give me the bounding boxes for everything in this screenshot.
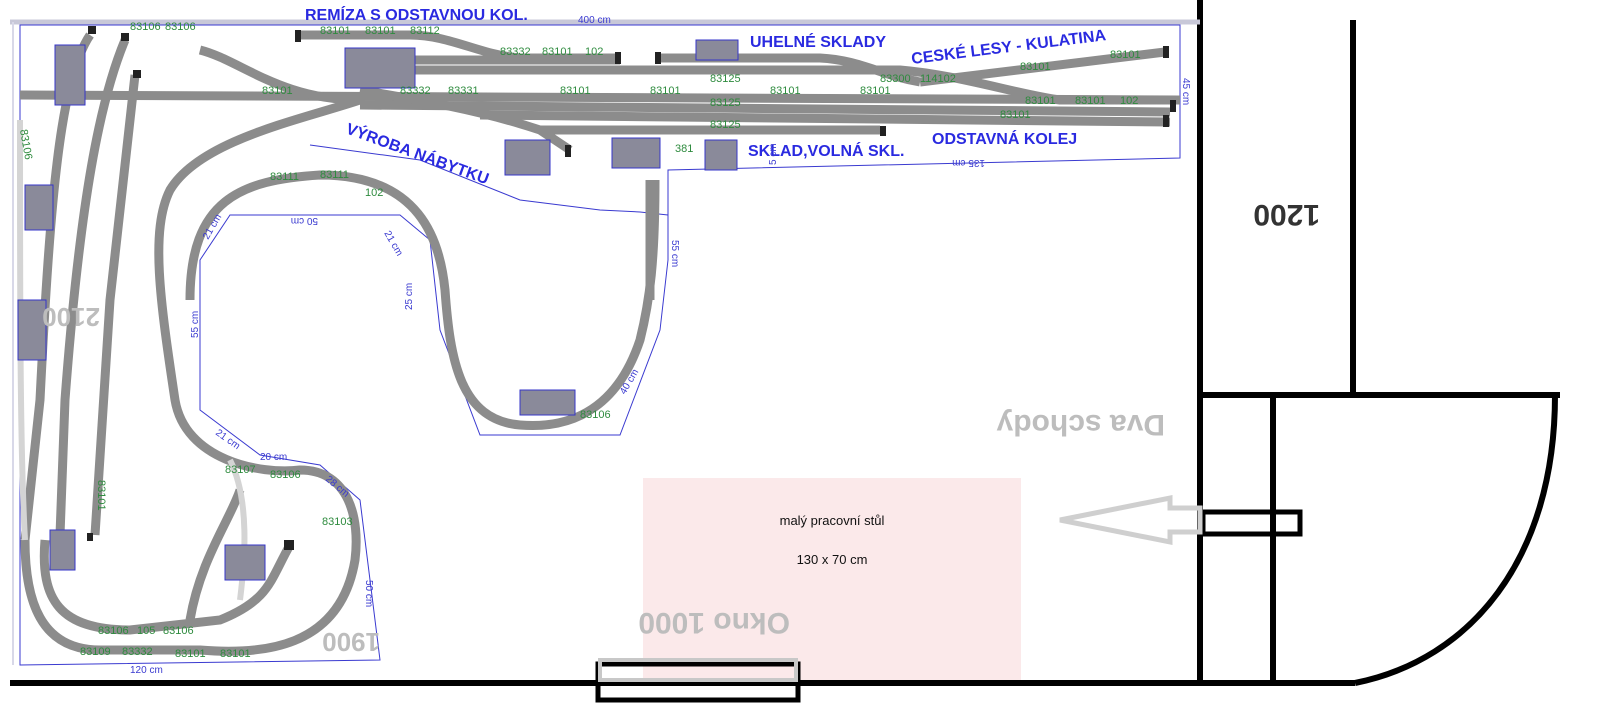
room-labels: 1200 Dva schody Okno 1000 1900 2100: [42, 198, 1320, 657]
label-1900: 1900: [322, 627, 380, 657]
track-code-labels: 83101 83101 83112 83332 83101 102 83125 …: [17, 21, 1141, 660]
track-code: 83332: [500, 46, 531, 58]
label-odstavna-kolej: ODSTAVNÁ KOLEJ: [932, 129, 1077, 148]
track-code: 83106: [130, 21, 161, 33]
track-code: 83101: [650, 85, 681, 97]
track-code: 381: [675, 143, 693, 155]
dim-400: 400 cm: [578, 15, 611, 26]
label-okno: Okno 1000: [638, 606, 790, 639]
work-desk: malý pracovní stůl 130 x 70 cm: [643, 478, 1021, 682]
dim-135: 135 cm: [952, 157, 985, 168]
track-code: 83300: [880, 73, 911, 85]
track-code: 83106: [17, 128, 34, 160]
room-walls: [10, 0, 1560, 703]
track-code: 83106: [163, 625, 194, 637]
label-dva-schody: Dva schody: [996, 408, 1165, 441]
track-code: 83101: [1020, 61, 1051, 73]
dim-120: 120 cm: [130, 665, 163, 676]
label-wall-1200: 1200: [1253, 198, 1320, 231]
dim-21b: 21 cm: [381, 229, 404, 258]
track-code: 114102: [920, 73, 956, 85]
track-code: 83101: [860, 85, 891, 97]
label-2100: 2100: [42, 302, 100, 332]
dim-25: 25 cm: [404, 283, 415, 310]
track-code: 105: [137, 625, 155, 637]
dim-45: 45 cm: [1180, 78, 1191, 105]
track-code: 83101: [175, 648, 206, 660]
track-code: 83332: [122, 646, 153, 658]
track-code: 83101: [770, 85, 801, 97]
buildings: [17, 26, 1176, 581]
track-code: 83101: [1075, 95, 1106, 107]
track-code: 102: [585, 46, 603, 58]
tracks: [17, 30, 1181, 656]
track-code: 83106: [98, 625, 129, 637]
track-code: 83111: [320, 169, 349, 181]
label-remiza: REMÍZA S ODSTAVNOU KOL.: [305, 5, 528, 24]
track-code: 83106: [580, 409, 611, 421]
track-code: 83101: [95, 480, 107, 511]
track-code: 83109: [80, 646, 111, 658]
track-code: 83107: [225, 464, 256, 476]
track-code: 83101: [542, 46, 573, 58]
track-code: 83103: [322, 516, 353, 528]
track-code: 83331: [448, 85, 479, 97]
dim-5: 5 cm: [768, 143, 779, 165]
baseboard-outline: [19, 24, 1181, 666]
dim-55b: 55 cm: [669, 240, 680, 267]
dim-20: 20 cm: [260, 452, 287, 463]
desk-size: 130 x 70 cm: [796, 552, 868, 567]
track-code: 83101: [365, 25, 396, 37]
dim-50: 50 cm: [291, 215, 318, 226]
track-code: 83125: [710, 119, 741, 131]
track-code: 83106: [270, 469, 301, 481]
track-code: 83125: [710, 73, 741, 85]
track-code: 83101: [320, 25, 351, 37]
track-code: 83332: [400, 85, 431, 97]
track-code: 83101: [1000, 109, 1031, 121]
desk-title: malý pracovní stůl: [779, 513, 885, 528]
track-code: 83101: [1025, 95, 1056, 107]
track-code: 83101: [560, 85, 591, 97]
dim-50b: 50 cm: [363, 580, 374, 607]
dim-55: 55 cm: [190, 311, 201, 338]
track-code: 83112: [410, 25, 440, 37]
track-code: 83101: [1110, 49, 1141, 61]
track-code: 83101: [220, 648, 251, 660]
label-sklad: SKLAD,VOLNÁ SKL.: [748, 141, 904, 160]
track-code: 83111: [270, 171, 299, 183]
track-code: 102: [365, 187, 383, 199]
track-code: 102: [1120, 95, 1138, 107]
track-code: 83106: [165, 21, 196, 33]
label-uhelne-sklady: UHELNÉ SKLADY: [750, 32, 886, 51]
track-code: 83125: [710, 97, 741, 109]
track-code: 83101: [262, 85, 293, 97]
